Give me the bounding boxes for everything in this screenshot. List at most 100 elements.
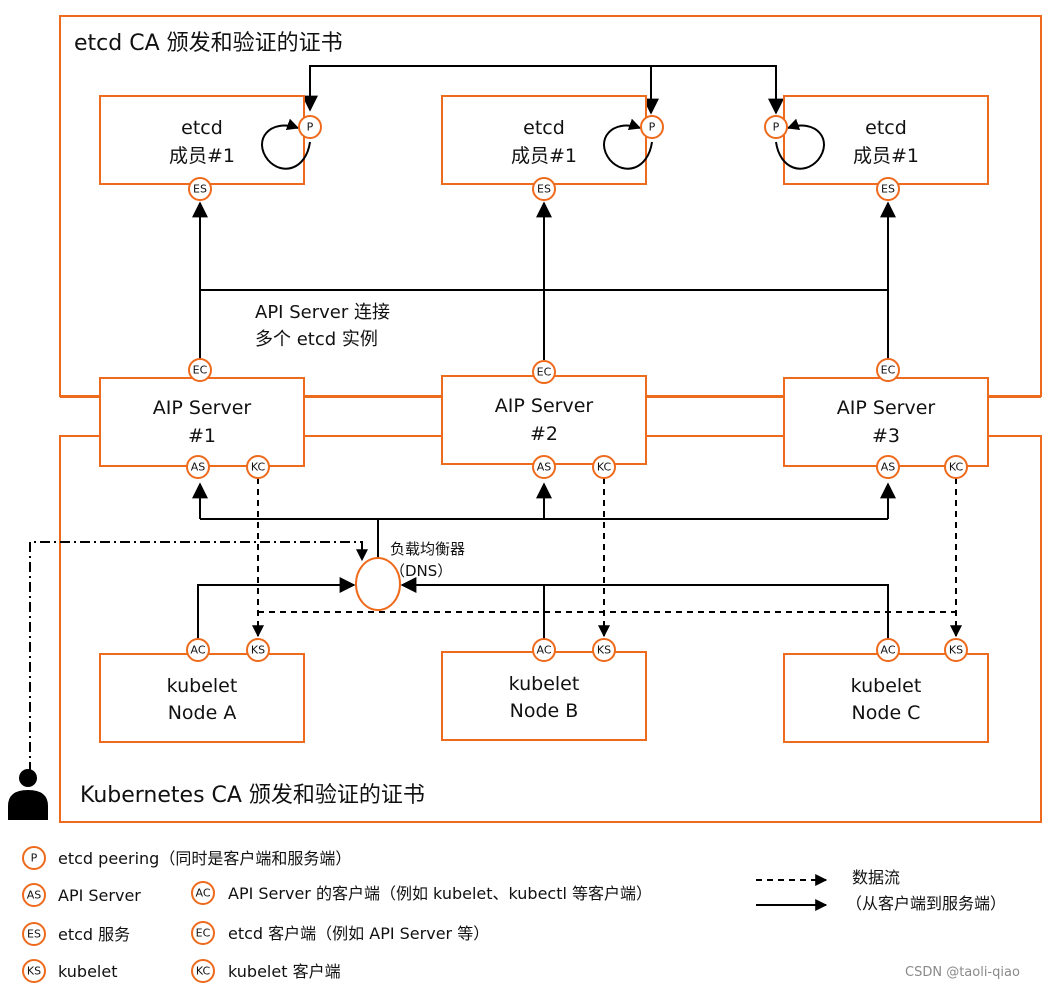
api-server-3-line1: AIP Server (837, 397, 936, 419)
k8s-region-title: Kubernetes CA 颁发和验证的证书 (80, 783, 425, 808)
kc-label: KC (597, 461, 612, 474)
kc-badge-api-1 (246, 455, 270, 479)
kubelet-b-line1: kubelet (509, 673, 580, 695)
kubelet-b-line2: Node B (510, 700, 579, 722)
etcd-member-3 (783, 95, 989, 185)
ac-label: AC (880, 644, 895, 657)
etcd-member-2-line2: 成员#1 (511, 145, 577, 167)
p-label: P (773, 121, 780, 134)
watermark: CSDN @taoli-qiao (905, 965, 1020, 980)
ec-label: EC (537, 366, 552, 379)
legend-ac-text: API Server 的客户端（例如 kubelet、kubectl 等客户端） (228, 884, 652, 903)
ks-label: KS (949, 644, 963, 657)
legend-ec-text: etcd 客户端（例如 API Server 等） (228, 924, 489, 943)
api-server-3-line2: #3 (872, 425, 900, 447)
etcd-region-title: etcd CA 颁发和验证的证书 (74, 31, 343, 56)
as-badge-api-2 (532, 455, 556, 479)
etcd-member-1 (99, 95, 305, 185)
ks-badge-node-b (592, 638, 616, 662)
legend-dataflow-text: 数据流 (852, 868, 900, 887)
as-badge-api-1 (186, 455, 210, 479)
legend-dataflow-desc: （从客户端到服务端） (846, 894, 1006, 913)
as-label: AS (881, 461, 896, 474)
kubelet-node-b (441, 651, 647, 741)
legend-es-badge (22, 922, 46, 946)
ec-label: EC (881, 364, 896, 377)
etcd-member-1-line2: 成员#1 (169, 145, 235, 167)
legend-kc-badge (191, 959, 215, 983)
legend-as-badge (22, 883, 46, 907)
as-badge-api-3 (876, 455, 900, 479)
legend-as-badge-text: AS (27, 889, 42, 902)
load-balancer (355, 557, 401, 611)
kubelet-a-line1: kubelet (167, 675, 238, 697)
legend-ac-badge-text: AC (195, 887, 210, 900)
es-badge-etcd-1 (188, 177, 212, 201)
es-label: ES (537, 183, 551, 196)
es-label: ES (193, 183, 207, 196)
etcd-member-1-line1: etcd (181, 117, 223, 139)
p-label: P (307, 121, 314, 134)
p-badge-etcd-1 (298, 115, 322, 139)
ks-badge-node-a (246, 638, 270, 662)
api-server-1-line2: #1 (188, 425, 216, 447)
api-server-1-line1: AIP Server (153, 397, 252, 419)
ks-badge-node-c (944, 638, 968, 662)
ec-badge-api-2 (532, 360, 556, 384)
api-server-2 (441, 375, 647, 465)
ac-badge-node-c (876, 638, 900, 662)
api-server-2-line2: #2 (530, 423, 558, 445)
kc-badge-api-2 (592, 455, 616, 479)
kubelet-node-c (783, 653, 989, 743)
es-label: ES (881, 183, 895, 196)
etcd-member-3-line2: 成员#1 (853, 145, 919, 167)
ac-badge-node-a (186, 638, 210, 662)
ac-label: AC (536, 644, 551, 657)
ac-badge-node-b (532, 638, 556, 662)
legend-ks-text: kubelet (58, 962, 117, 981)
annotation-line2: 多个 etcd 实例 (255, 329, 378, 350)
legend-p-text: etcd peering（同时是客户端和服务端） (58, 849, 351, 868)
kubelet-c-line2: Node C (852, 702, 921, 724)
ec-badge-api-1 (188, 358, 212, 382)
as-label: AS (537, 461, 552, 474)
kubelet-node-a (99, 653, 305, 743)
ac-label: AC (190, 644, 205, 657)
legend-ec-badge (191, 921, 215, 945)
ec-badge-api-3 (876, 358, 900, 382)
legend-es-text: etcd 服务 (58, 925, 130, 944)
etcd-member-2 (441, 95, 647, 185)
p-label: P (649, 121, 656, 134)
legend-ec-badge-text: EC (196, 927, 211, 940)
legend-ac-badge (191, 881, 215, 905)
legend-p-badge (22, 846, 46, 870)
kubelet-a-line2: Node A (168, 702, 237, 724)
p-badge-etcd-3 (764, 115, 788, 139)
kc-badge-api-3 (944, 455, 968, 479)
es-badge-etcd-3 (876, 177, 900, 201)
es-badge-etcd-2 (532, 177, 556, 201)
legend-es-badge-text: ES (27, 928, 41, 941)
etcd-ca-region (59, 15, 1042, 397)
kc-label: KC (251, 461, 266, 474)
load-balancer-line2: （DNS） (390, 562, 452, 580)
legend-ks-badge (22, 959, 46, 983)
legend-as-text: API Server (58, 886, 141, 905)
kubelet-c-line1: kubelet (851, 675, 922, 697)
kubernetes-ca-region (59, 435, 1042, 823)
etcd-member-3-line1: etcd (865, 117, 907, 139)
legend-ks-badge-text: KS (27, 965, 41, 978)
kc-label: KC (949, 461, 964, 474)
load-balancer-line1: 负载均衡器 (390, 540, 465, 558)
api-server-1 (99, 377, 305, 467)
legend-p-badge-text: P (31, 852, 38, 865)
ks-label: KS (251, 644, 265, 657)
p-badge-etcd-2 (640, 115, 664, 139)
annotation-line1: API Server 连接 (255, 302, 390, 323)
user-icon (8, 769, 48, 820)
legend-kc-text: kubelet 客户端 (228, 962, 341, 981)
api-server-3 (783, 377, 989, 467)
api-server-2-line1: AIP Server (495, 395, 594, 417)
ec-label: EC (193, 364, 208, 377)
